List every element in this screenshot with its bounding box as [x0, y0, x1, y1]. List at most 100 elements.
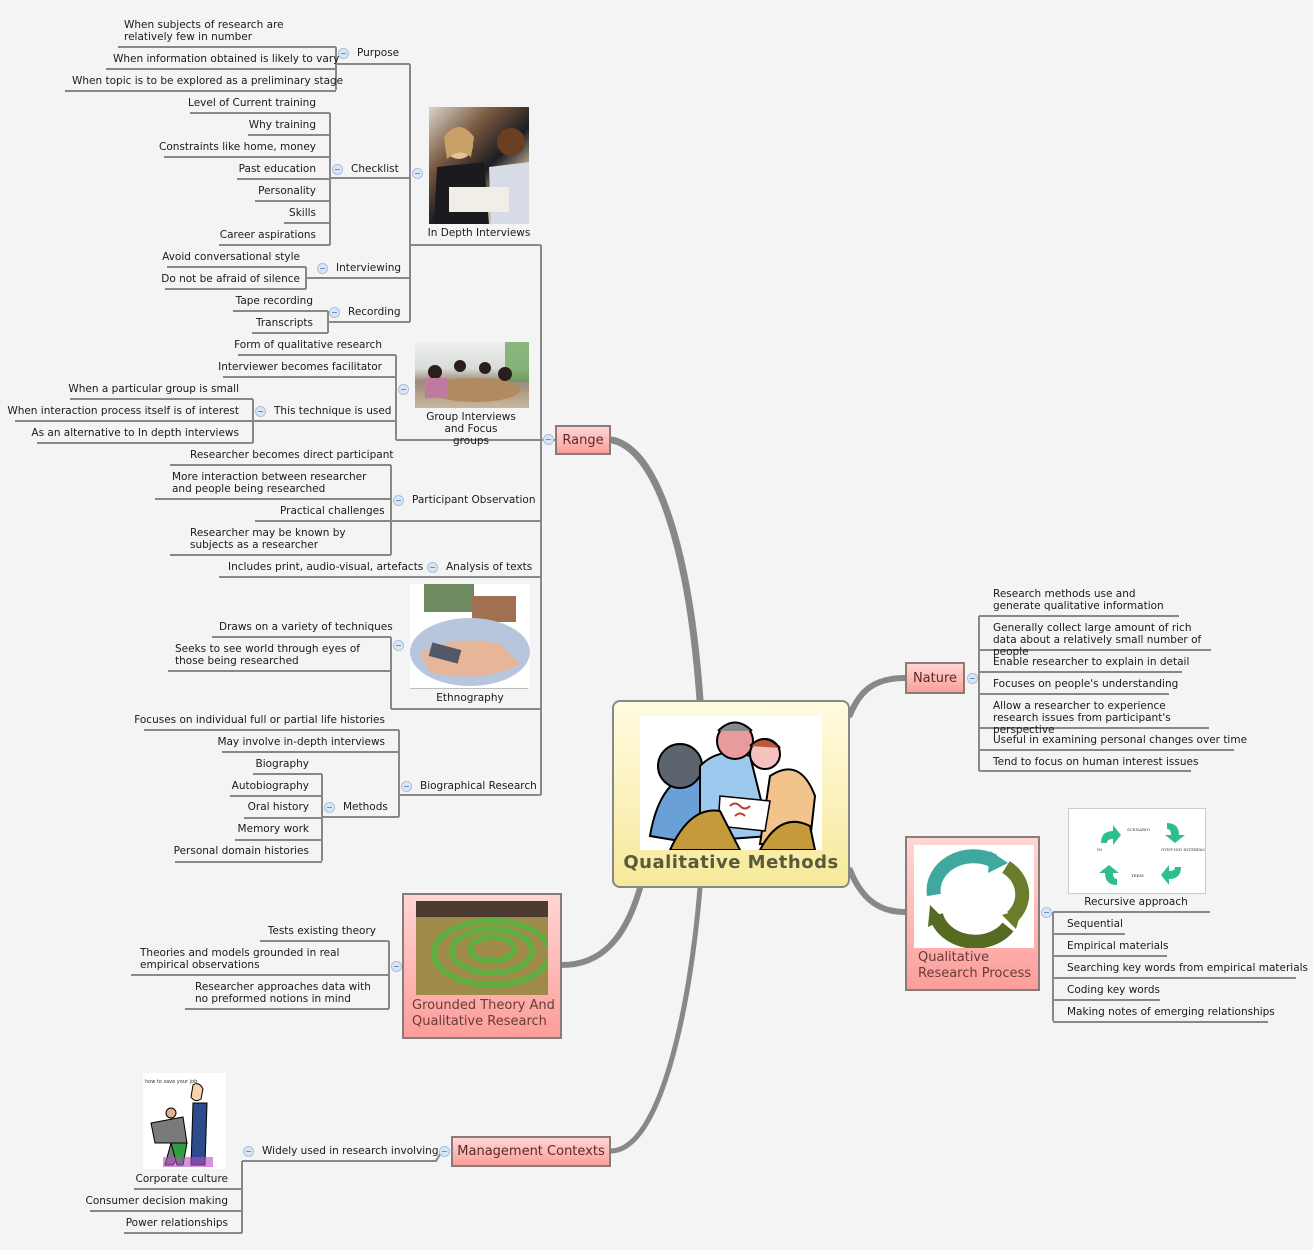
recording-label[interactable]: Recording: [348, 306, 401, 318]
grounded-item[interactable]: Researcher approaches data with no prefo…: [195, 981, 371, 1005]
ethnography-item[interactable]: Seeks to see world through eyes of those…: [175, 643, 360, 667]
technique-item[interactable]: When a particular group is small: [68, 383, 239, 395]
checklist-item[interactable]: Level of Current training: [188, 97, 316, 109]
recording-item[interactable]: Tape recording: [235, 295, 313, 307]
purpose-item[interactable]: When subjects of research are relatively…: [124, 19, 284, 43]
collapse-toggle-nature[interactable]: [967, 673, 978, 684]
checklist-item[interactable]: Skills: [289, 207, 316, 219]
interviewing-item[interactable]: Do not be afraid of silence: [161, 273, 300, 285]
methods-item[interactable]: Personal domain histories: [173, 845, 309, 857]
widely-used-item[interactable]: Corporate culture: [135, 1173, 229, 1185]
participant-label[interactable]: Participant Observation: [412, 494, 536, 506]
recursive-approach-label[interactable]: Recursive approach: [1084, 896, 1188, 908]
nature-item[interactable]: Allow a researcher to experience researc…: [993, 700, 1171, 736]
collapse-toggle-technique[interactable]: [255, 406, 266, 417]
checklist-item[interactable]: Constraints like home, money: [158, 141, 316, 153]
technique-item[interactable]: When interaction process itself is of in…: [7, 405, 239, 417]
interview-photo: [429, 107, 529, 224]
topic-range[interactable]: Range: [555, 425, 611, 455]
collapse-toggle-analysis[interactable]: [427, 562, 438, 573]
group-item[interactable]: Form of qualitative research: [234, 339, 382, 351]
widely-used-item[interactable]: Power relationships: [125, 1217, 228, 1229]
collapse-toggle-biographical[interactable]: [401, 781, 412, 792]
topic-nature[interactable]: Nature: [905, 662, 965, 694]
nature-item[interactable]: Generally collect large amount of rich d…: [993, 622, 1202, 658]
collapse-toggle-purpose[interactable]: [338, 48, 349, 59]
branch-range: [608, 436, 704, 704]
methods-item[interactable]: Oral history: [247, 801, 309, 813]
biographical-label[interactable]: Biographical Research: [420, 780, 537, 792]
collapse-toggle-range[interactable]: [543, 434, 554, 445]
recording-item[interactable]: Transcripts: [255, 317, 313, 329]
topic-range-label: Range: [562, 432, 604, 448]
topic-management-label: Management Contexts: [457, 1144, 605, 1159]
ethnography-label[interactable]: Ethnography: [436, 692, 504, 704]
branch-grounded: [559, 885, 643, 968]
group-discussion-clipart: [640, 716, 822, 850]
biographical-item[interactable]: May involve in-depth interviews: [217, 736, 385, 748]
methods-item[interactable]: Biography: [255, 758, 310, 770]
checklist-item[interactable]: Personality: [258, 185, 316, 197]
svg-text:SCENARIO: SCENARIO: [1127, 827, 1151, 832]
group-item[interactable]: Interviewer becomes facilitator: [218, 361, 382, 373]
checklist-item[interactable]: Career aspirations: [219, 229, 316, 241]
interviewing-label[interactable]: Interviewing: [336, 262, 402, 274]
process-item[interactable]: Sequential: [1067, 918, 1123, 930]
purpose-item[interactable]: When topic is to be explored as a prelim…: [72, 75, 344, 87]
collapse-toggle-recording[interactable]: [329, 307, 340, 318]
central-topic[interactable]: Qualitative Methods: [612, 700, 850, 888]
technique-label[interactable]: This technique is used: [274, 405, 392, 417]
purpose-item[interactable]: When information obtained is likely to v…: [113, 53, 340, 65]
checklist-label[interactable]: Checklist: [351, 163, 399, 175]
participant-item[interactable]: Practical challenges: [280, 505, 385, 517]
group-interviews-label[interactable]: Group Interviews and Focus groups: [426, 411, 516, 447]
purpose-label[interactable]: Purpose: [357, 47, 400, 59]
analysis-label[interactable]: Analysis of texts: [446, 561, 533, 573]
grounded-item[interactable]: Tests existing theory: [267, 925, 376, 937]
analysis-item[interactable]: Includes print, audio-visual, artefacts: [228, 561, 424, 573]
collapse-toggle-checklist[interactable]: [332, 164, 343, 175]
nature-item[interactable]: Useful in examining personal changes ove…: [993, 734, 1248, 746]
nature-item[interactable]: Tend to focus on human interest issues: [993, 756, 1199, 768]
collapse-toggle-widely-used[interactable]: [243, 1146, 254, 1157]
checklist-item[interactable]: Why training: [248, 119, 316, 131]
hands-phone-photo: [410, 584, 530, 688]
collapse-toggle-interviewing[interactable]: [317, 263, 328, 274]
process-item[interactable]: Empirical materials: [1067, 940, 1169, 952]
collapse-toggle-group[interactable]: [398, 384, 409, 395]
checklist-item[interactable]: Past education: [238, 163, 316, 175]
process-item[interactable]: Coding key words: [1067, 984, 1160, 996]
collapse-toggle-in-depth[interactable]: [412, 168, 423, 179]
svg-text:IN: IN: [1097, 847, 1103, 852]
biographical-item[interactable]: Focuses on individual full or partial li…: [134, 714, 385, 726]
widely-used-item[interactable]: Consumer decision making: [85, 1195, 228, 1207]
collapse-toggle-grounded[interactable]: [391, 961, 402, 972]
technique-item[interactable]: As an alternative to In depth interviews: [31, 427, 239, 439]
methods-item[interactable]: Autobiography: [231, 780, 309, 792]
methods-label[interactable]: Methods: [343, 801, 388, 813]
svg-text:TERM: TERM: [1131, 873, 1144, 878]
collapse-toggle-process[interactable]: [1041, 907, 1052, 918]
participant-item[interactable]: Researcher may be known by subjects as a…: [190, 527, 346, 551]
process-item[interactable]: Searching key words from empirical mater…: [1067, 962, 1309, 974]
grounded-item[interactable]: Theories and models grounded in real emp…: [140, 947, 340, 971]
nature-item[interactable]: Focuses on people's understanding: [993, 678, 1179, 690]
process-item[interactable]: Making notes of emerging relationships: [1067, 1006, 1275, 1018]
branch-nature: [847, 675, 908, 718]
widely-used-label[interactable]: Widely used in research involving: [262, 1145, 439, 1157]
interviewing-item[interactable]: Avoid conversational style: [162, 251, 300, 263]
in-depth-interviews-label[interactable]: In Depth Interviews: [427, 227, 531, 239]
participant-item[interactable]: Researcher becomes direct participant: [190, 449, 394, 461]
nature-item[interactable]: Enable researcher to explain in detail: [993, 656, 1190, 668]
collapse-toggle-management[interactable]: [439, 1146, 450, 1157]
nature-item[interactable]: Research methods use and generate qualit…: [993, 588, 1164, 612]
methods-item[interactable]: Memory work: [237, 823, 309, 835]
ethnography-item[interactable]: Draws on a variety of techniques: [219, 621, 393, 633]
collapse-toggle-ethnography[interactable]: [393, 640, 404, 651]
topic-management[interactable]: Management Contexts: [451, 1136, 611, 1167]
participant-item[interactable]: More interaction between researcher and …: [172, 471, 367, 495]
topic-grounded[interactable]: Grounded Theory And Qualitative Research: [402, 893, 562, 1039]
collapse-toggle-participant[interactable]: [393, 495, 404, 506]
collapse-toggle-methods[interactable]: [324, 802, 335, 813]
topic-process[interactable]: Qualitative Research Process: [905, 836, 1040, 991]
